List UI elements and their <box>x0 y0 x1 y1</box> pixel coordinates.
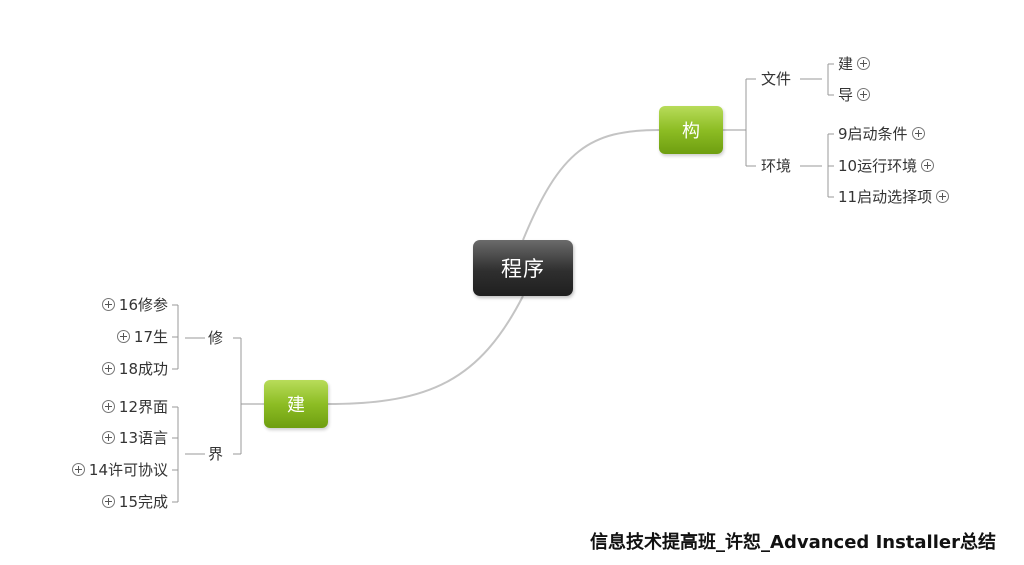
group-jie[interactable]: 界 <box>208 445 223 463</box>
group-huanjing-label: 环境 <box>761 157 792 175</box>
list-item[interactable]: 18成功 <box>98 360 168 378</box>
connector-root-to-gou <box>522 129 660 241</box>
plus-circle-icon[interactable] <box>857 88 871 101</box>
group-xiu-label: 修 <box>208 329 224 347</box>
plus-circle-icon[interactable] <box>911 127 925 140</box>
plus-circle-icon[interactable] <box>101 298 115 311</box>
footer-caption: 信息技术提高班_许恕_Advanced Installer总结 <box>590 532 996 553</box>
group-huanjing[interactable]: 环境 <box>761 157 791 175</box>
list-item[interactable]: 17生 <box>113 328 168 346</box>
plus-circle-icon[interactable] <box>101 400 115 413</box>
jian-subtree-lines <box>172 304 264 503</box>
branch-node-jian[interactable]: 建 <box>264 380 328 428</box>
plus-circle-icon[interactable] <box>101 431 115 444</box>
root-node[interactable]: 程序 <box>473 240 573 296</box>
branch-gou-label: 构 <box>682 121 700 142</box>
plus-circle-icon[interactable] <box>857 57 871 70</box>
list-item[interactable]: 10运行环境 <box>838 157 938 175</box>
group-xiu[interactable]: 修 <box>208 329 223 347</box>
group-wenjian[interactable]: 文件 <box>761 70 791 88</box>
group-wenjian-label: 文件 <box>761 70 792 88</box>
gou-subtree-lines <box>723 63 834 198</box>
list-item[interactable]: 建 <box>838 55 874 73</box>
root-label: 程序 <box>501 257 545 281</box>
group-jie-label: 界 <box>208 445 224 463</box>
connector-root-to-jian <box>327 295 524 405</box>
list-item[interactable]: 14许可协议 <box>68 461 168 479</box>
branch-jian-label: 建 <box>287 395 305 416</box>
plus-circle-icon[interactable] <box>116 330 130 343</box>
plus-circle-icon[interactable] <box>101 495 115 508</box>
plus-circle-icon[interactable] <box>71 463 85 476</box>
list-item[interactable]: 11启动选择项 <box>838 188 953 206</box>
list-item[interactable]: 15完成 <box>98 493 168 511</box>
plus-circle-icon[interactable] <box>101 362 115 375</box>
plus-circle-icon[interactable] <box>921 159 935 172</box>
list-item[interactable]: 16修参 <box>98 296 168 314</box>
list-item[interactable]: 9启动条件 <box>838 125 929 143</box>
plus-circle-icon[interactable] <box>936 190 950 203</box>
list-item[interactable]: 13语言 <box>98 429 168 447</box>
list-item[interactable]: 12界面 <box>98 398 168 416</box>
list-item[interactable]: 导 <box>838 86 874 104</box>
branch-node-gou[interactable]: 构 <box>659 106 723 154</box>
